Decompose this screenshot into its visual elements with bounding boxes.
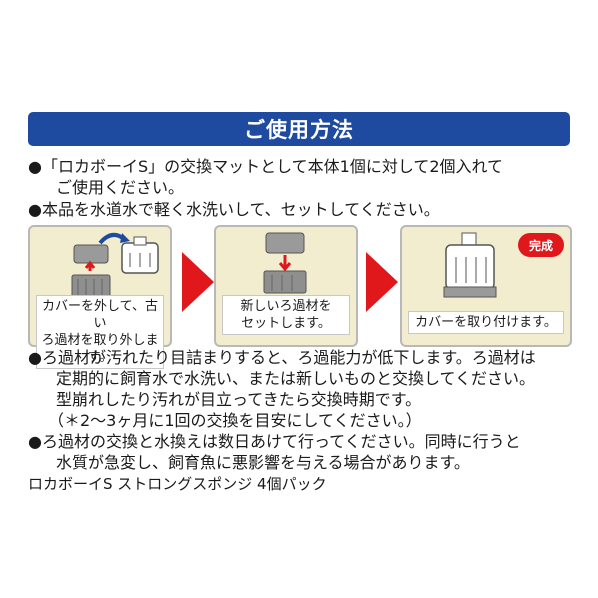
note-line-1: ●ろ過材が汚れたり目詰まりすると、ろ過能力が低下します。ろ過材は: [28, 348, 536, 367]
insert-filter-illustration: [263, 232, 307, 294]
note-line-4: （＊2～3ヶ月に1回の交換を目安にしてください。）: [48, 411, 422, 430]
intro-line-2: ご使用ください。: [56, 178, 185, 197]
section-title: ご使用方法: [244, 118, 354, 142]
step-3-caption-line-1: カバーを取り付けます。: [415, 315, 557, 330]
remove-filter-illustration: [71, 232, 159, 298]
section-header: ご使用方法: [28, 112, 570, 146]
intro-line-3: ●本品を水道水で軽く水洗いして、セットしてください。: [28, 200, 440, 219]
step-3-panel: 完成 カバーを取り付けます。: [400, 225, 572, 347]
step-3-caption: カバーを取り付けます。: [408, 311, 564, 334]
step-1-caption-line-2: ろ過材を取り外します。: [41, 333, 159, 365]
step-1-caption-line-1: カバーを外して、古い: [42, 299, 158, 331]
step-2-caption-line-1: 新しいろ過材を: [240, 299, 332, 314]
note-line-3: 型崩れしたり汚れが目立ってきたら交換時期です。: [56, 390, 422, 409]
step-2-caption: 新しいろ過材を セットします。: [222, 295, 350, 335]
step-1-panel: カバーを外して、古い ろ過材を取り外します。: [28, 225, 172, 369]
product-name: ロカボーイS ストロングスポンジ 4個パック: [28, 475, 327, 493]
note-line-6: 水質が急変し、飼育魚に悪影響を与える場合があります。: [56, 453, 470, 472]
note-line-5: ●ろ過材の交換と水換えは数日あけて行ってください。同時に行うと: [28, 432, 521, 451]
step-2-panel: 新しいろ過材を セットします。: [214, 225, 358, 347]
assembled-filter-illustration: [443, 232, 497, 298]
step-2-caption-line-2: セットします。: [241, 316, 331, 331]
note-line-2: 定期的に飼育水で水洗い、または新しいものと交換してください。: [56, 369, 536, 388]
step-1-caption: カバーを外して、古い ろ過材を取り外します。: [36, 295, 164, 369]
complete-badge: 完成: [518, 233, 564, 257]
next-arrow-icon-2: [366, 252, 398, 312]
intro-line-1: ●「ロカボーイS」の交換マットとして本体1個に対して2個入れて: [28, 157, 504, 176]
next-arrow-icon: [182, 252, 214, 312]
